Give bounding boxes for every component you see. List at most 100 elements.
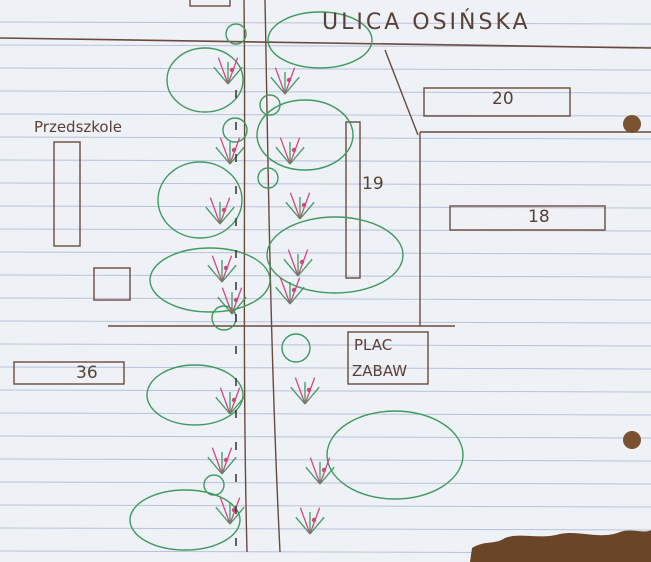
playground-area xyxy=(347,331,429,385)
plant-stem xyxy=(290,386,306,405)
flower-dot xyxy=(286,77,292,83)
plant-stem xyxy=(229,506,245,525)
plant-stem xyxy=(295,516,311,535)
flower-cluster xyxy=(215,387,245,415)
flower-dot xyxy=(301,202,307,208)
plant-stem xyxy=(309,516,325,535)
tree-canopy-small xyxy=(281,333,311,363)
ruled-line xyxy=(0,251,651,255)
punch-hole-top xyxy=(623,115,641,133)
plant-stem xyxy=(219,206,235,225)
flower-dot xyxy=(229,67,235,73)
ruled-line xyxy=(0,90,651,94)
plant-stem xyxy=(287,249,299,277)
plant-stem xyxy=(289,146,305,165)
plant-stem xyxy=(211,255,223,283)
plant-stem xyxy=(211,447,223,475)
ruled-line xyxy=(0,274,651,278)
plant-stem xyxy=(299,507,311,535)
plant-stem xyxy=(229,146,245,165)
plant-stem xyxy=(219,137,231,165)
plant-stem xyxy=(213,66,229,85)
plant-stem xyxy=(274,67,286,95)
flower-dot xyxy=(321,467,327,473)
plant-stem xyxy=(221,287,233,315)
flower-dot xyxy=(233,297,239,303)
flower-cluster xyxy=(207,255,237,283)
building-18-label: 18 xyxy=(528,207,550,227)
school-building xyxy=(53,141,81,247)
flower-cluster xyxy=(213,57,243,85)
building-20 xyxy=(423,87,571,117)
building-36-label: 36 xyxy=(76,363,98,383)
ruled-line xyxy=(0,343,651,347)
ruled-line xyxy=(0,504,651,508)
building-19 xyxy=(345,121,361,279)
flower-cluster xyxy=(290,377,320,405)
flower-cluster xyxy=(217,287,247,315)
tree-canopy xyxy=(266,216,404,294)
plant-stem xyxy=(275,286,291,305)
school-label: Przedszkole xyxy=(34,118,122,136)
building-36 xyxy=(13,361,125,385)
tree-canopy-small xyxy=(259,94,281,116)
ruled-line xyxy=(0,527,651,531)
plant-stem xyxy=(217,57,229,85)
plant-stem xyxy=(284,76,300,95)
tree-canopy xyxy=(256,99,354,171)
flower-dot xyxy=(306,387,312,393)
building-19-label: 19 xyxy=(362,174,384,194)
punch-hole-bottom xyxy=(623,431,641,449)
plant-stem xyxy=(219,497,231,525)
plant-stem xyxy=(289,192,301,220)
flower-beds xyxy=(205,57,335,546)
flower-cluster xyxy=(275,277,305,305)
flower-dot xyxy=(291,147,297,153)
plant-stem xyxy=(283,258,299,277)
playground-label-1: PLAC xyxy=(354,336,393,354)
ruled-line xyxy=(0,159,651,163)
plant-stem xyxy=(215,146,231,165)
flower-dot xyxy=(231,147,237,153)
plant-stem xyxy=(279,137,291,165)
plant-stem xyxy=(229,396,245,415)
plant-stem xyxy=(207,456,223,475)
plant-stem xyxy=(219,387,231,415)
ruled-line xyxy=(0,481,651,485)
plant-stem xyxy=(299,201,315,220)
tree-canopy xyxy=(149,247,271,313)
street-diagonal xyxy=(384,49,419,136)
plant-stem xyxy=(221,264,237,283)
plant-stem xyxy=(309,457,321,485)
plant-stem xyxy=(275,146,291,165)
plant-stem xyxy=(289,286,305,305)
small-shed xyxy=(93,267,131,301)
plant-stem xyxy=(270,76,286,95)
ruled-line xyxy=(0,21,651,25)
flower-cluster xyxy=(285,192,315,220)
ruled-line xyxy=(0,67,651,71)
street-label: ULICA OSIŃSKA xyxy=(322,10,531,35)
path-right-edge xyxy=(264,0,281,553)
ruled-line xyxy=(0,320,651,324)
building-20-label: 20 xyxy=(492,89,514,109)
flower-dot xyxy=(311,517,317,523)
tree-canopy-small xyxy=(203,474,225,496)
building-18 xyxy=(449,205,606,231)
tree-canopy xyxy=(129,489,241,551)
tree-canopy xyxy=(157,161,243,239)
tree-canopy xyxy=(326,410,464,500)
tree-canopy-small xyxy=(225,23,247,45)
top-box xyxy=(189,0,231,7)
flower-cluster xyxy=(207,447,237,475)
ruled-line xyxy=(0,136,651,140)
flower-dot xyxy=(221,207,227,213)
plant-stem xyxy=(209,197,221,225)
tree-canopy xyxy=(267,11,373,69)
plant-stem xyxy=(215,506,231,525)
plant-stem xyxy=(304,386,320,405)
tree-canopy-small xyxy=(222,117,248,143)
plant-stem xyxy=(319,466,335,485)
plant-stem xyxy=(221,456,237,475)
